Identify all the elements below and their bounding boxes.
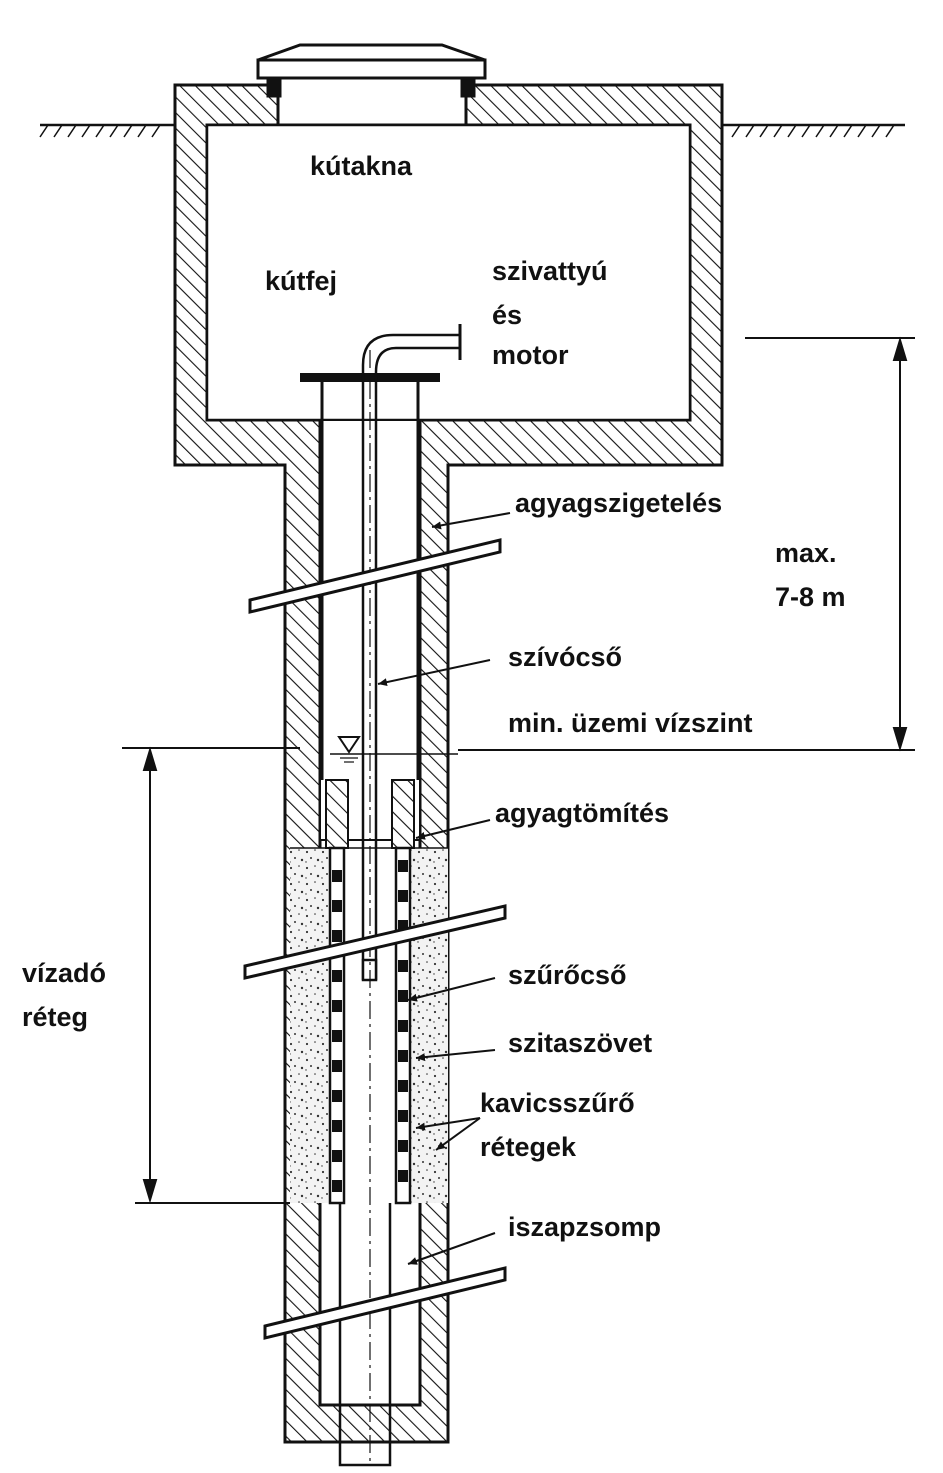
label-chamber: kútakna bbox=[310, 151, 413, 181]
label-gravel-line2: rétegek bbox=[480, 1132, 577, 1162]
filter-mesh bbox=[332, 860, 408, 1192]
label-aquifer-line2: réteg bbox=[22, 1002, 88, 1032]
clay-seal bbox=[325, 779, 415, 849]
manhole-lid bbox=[256, 43, 487, 98]
wellhead-flange bbox=[300, 373, 440, 382]
max-depth-dimension bbox=[458, 336, 915, 752]
ground-surface bbox=[39, 123, 905, 138]
label-pump-line2: és bbox=[492, 300, 522, 330]
label-min-water-level: min. üzemi vízszint bbox=[508, 708, 753, 738]
well-casing bbox=[320, 380, 420, 780]
label-suction-pipe: szívócső bbox=[508, 642, 622, 672]
label-wellhead: kútfej bbox=[265, 266, 337, 296]
label-max-line1: max. bbox=[775, 538, 837, 568]
triangle-down-icon bbox=[337, 736, 361, 754]
gravel-filter bbox=[290, 847, 448, 1203]
break-lines bbox=[243, 538, 507, 1340]
label-aquifer-line1: vízadó bbox=[22, 958, 106, 988]
label-screen-pipe: szűrőcső bbox=[508, 960, 627, 990]
chamber-interior bbox=[205, 123, 692, 422]
water-level-marker bbox=[330, 736, 458, 763]
label-clay-insulation: agyagszigetelés bbox=[515, 488, 722, 518]
label-sump: iszapzsomp bbox=[508, 1212, 661, 1242]
leader-lines bbox=[377, 512, 511, 1265]
label-pump-line1: szivattyú bbox=[492, 256, 608, 286]
label-clay-seal: agyagtömítés bbox=[495, 798, 669, 828]
sump bbox=[338, 1203, 392, 1467]
aquifer-dimension bbox=[122, 746, 300, 1204]
label-filter-mesh: szitaszövet bbox=[508, 1028, 652, 1058]
label-max-line2: 7-8 m bbox=[775, 582, 846, 612]
label-gravel-line1: kavicsszűrő bbox=[480, 1088, 635, 1118]
label-pump-line3: motor bbox=[492, 340, 569, 370]
